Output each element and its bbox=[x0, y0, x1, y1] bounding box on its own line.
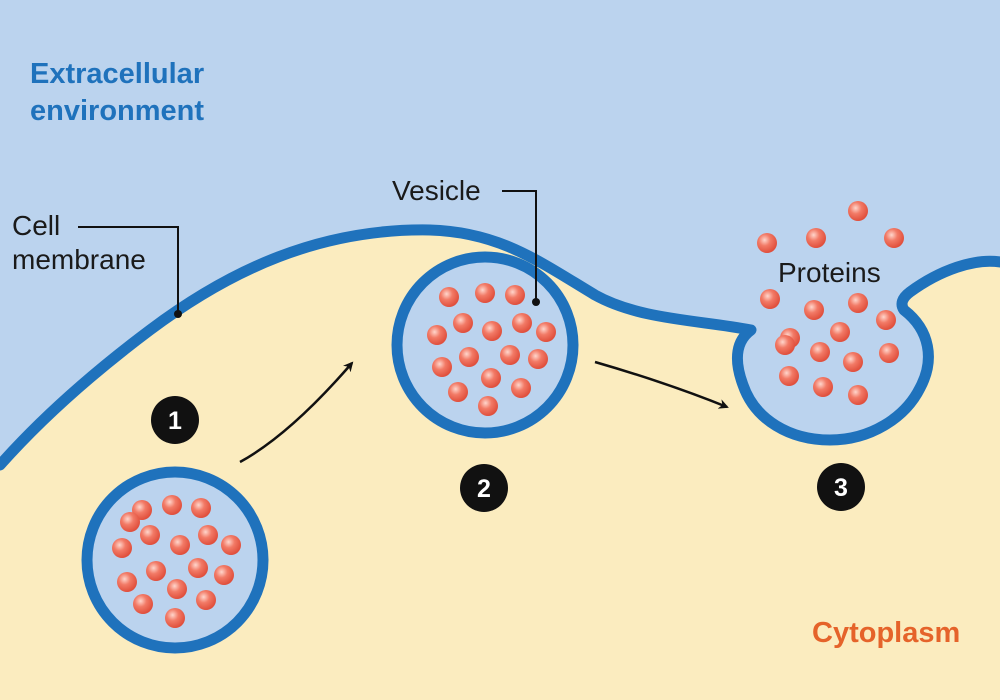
proteins-label: Proteins bbox=[778, 257, 881, 288]
step-number-1: 1 bbox=[168, 407, 182, 435]
step-number-3: 3 bbox=[834, 474, 848, 502]
cell-membrane-label-line1: Cell bbox=[12, 210, 60, 241]
arrow-step-1-to-2 bbox=[239, 361, 354, 464]
step-badge-2: 2 bbox=[460, 464, 508, 512]
vesicle-leader bbox=[502, 190, 537, 300]
vesicle-1-proteins bbox=[112, 495, 241, 628]
cell-membrane-label-line2: membrane bbox=[12, 244, 146, 275]
cell-membrane bbox=[0, 224, 1000, 471]
step-badge-1: 1 bbox=[151, 396, 199, 444]
extracellular-label-line1: Extracellular bbox=[30, 58, 204, 90]
cell-membrane-leader-dot bbox=[174, 310, 182, 318]
vesicle-label: Vesicle bbox=[392, 175, 481, 206]
vesicle-2-proteins bbox=[427, 283, 556, 416]
step-number-2: 2 bbox=[477, 475, 491, 503]
extracellular-region bbox=[0, 0, 1000, 465]
vesicle-2 bbox=[391, 251, 579, 439]
released-proteins bbox=[757, 201, 904, 309]
cell-membrane-leader bbox=[78, 226, 179, 312]
extracellular-label-line2: environment bbox=[30, 95, 204, 127]
arrow-step-2-to-3 bbox=[594, 360, 729, 409]
step-badge-3: 3 bbox=[817, 463, 865, 511]
vesicle-3-proteins bbox=[775, 293, 899, 405]
vesicle-leader-dot bbox=[532, 298, 540, 306]
cytoplasm-label: Cytoplasm bbox=[812, 617, 960, 649]
vesicle-1 bbox=[81, 466, 269, 654]
